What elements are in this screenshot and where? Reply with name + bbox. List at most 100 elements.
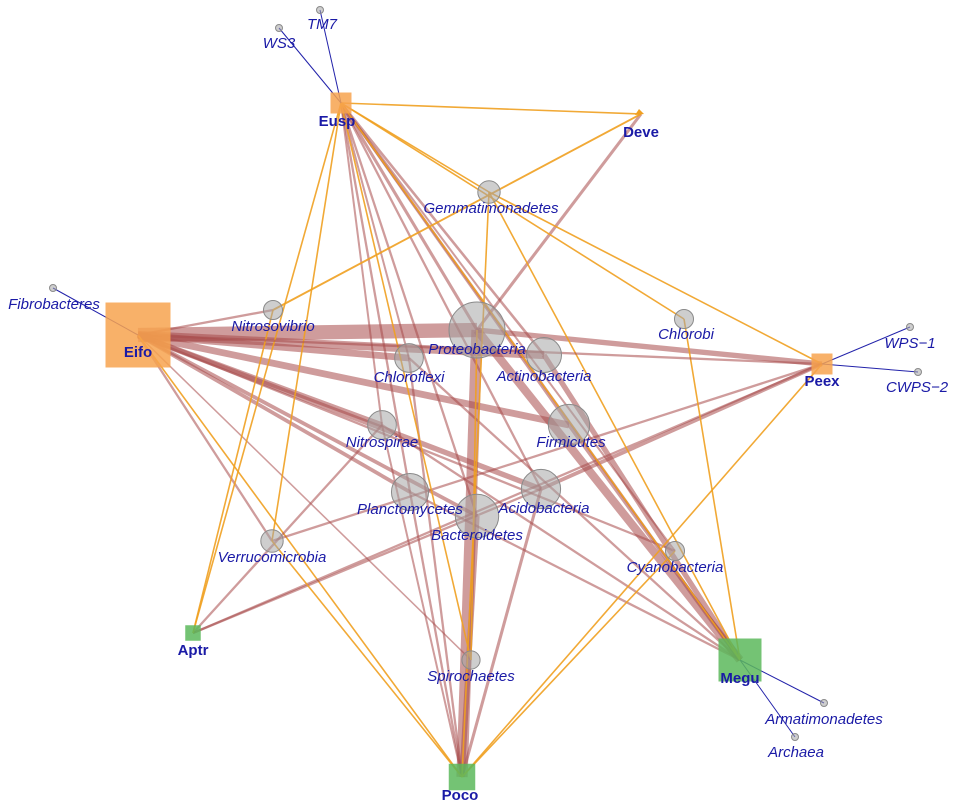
node-cwps-2 <box>914 368 922 376</box>
label-firmicutes: Firmicutes <box>536 434 606 451</box>
label-nitrospirae: Nitrospirae <box>346 434 419 451</box>
host-poco <box>448 763 476 791</box>
edge-eifo-cyanobacteria <box>137 333 676 553</box>
node-gemmatimonadetes <box>477 180 501 204</box>
label-host-aptr: Aptr <box>178 642 209 659</box>
edge-nitrospirae-megu <box>381 424 741 661</box>
label-verrucomicrobia: Verrucomicrobia <box>218 549 327 566</box>
node-nitrospirae <box>367 410 397 440</box>
edge-eusp-verrucomicrobia <box>271 102 342 542</box>
node-archaea <box>791 733 799 741</box>
edge-acidobacteria-poco <box>460 488 543 778</box>
edge-eusp-aptr <box>192 102 342 634</box>
edge-proteobacteria-peex <box>476 327 823 367</box>
edge-eusp-actinobacteria <box>339 102 546 356</box>
edge-peex-wps-1 <box>821 326 911 365</box>
label-fibrobacteres: Fibrobacteres <box>8 296 100 313</box>
edge-peex-poco <box>461 363 823 778</box>
node-chlorobi <box>673 308 695 330</box>
node-actinobacteria <box>526 337 562 373</box>
node-tm7 <box>316 6 324 14</box>
edge-eusp-tm7 <box>319 9 342 104</box>
label-host-eusp: Eusp <box>319 113 356 130</box>
edge-eusp-nitrospirae <box>340 102 383 426</box>
label-archaea: Archaea <box>767 744 824 761</box>
label-bacteroidetes: Bacteroidetes <box>431 527 523 544</box>
label-spirochaetes: Spirochaetes <box>427 668 515 685</box>
node-ws3 <box>275 24 283 32</box>
edge-eifo-verrucomicrobia <box>137 334 273 542</box>
edge-verrucomicrobia-peex <box>271 362 823 543</box>
host-eusp <box>330 92 352 114</box>
edge-aptr-peex <box>192 362 823 635</box>
label-host-eifo: Eifo <box>124 344 152 361</box>
edge-eusp-planctomycetes <box>339 102 412 493</box>
edge-eifo-spirochaetes <box>137 334 472 661</box>
host-aptr <box>185 625 201 641</box>
node-cyanobacteria <box>664 540 686 562</box>
edge-proteobacteria-deve <box>475 113 643 331</box>
edge-eifo-planctomycetes <box>137 333 411 494</box>
edge-eusp-acidobacteria <box>339 102 543 490</box>
label-cwps-2: CWPS−2 <box>886 379 949 396</box>
node-layer <box>49 6 922 791</box>
label-acidobacteria: Acidobacteria <box>498 500 590 517</box>
label-gemmatimonadetes: Gemmatimonadetes <box>423 200 559 217</box>
edge-gemmatimonadetes-poco <box>461 191 490 778</box>
label-chlorobi: Chlorobi <box>658 326 715 343</box>
edge-gemmatimonadetes-megu <box>488 191 741 661</box>
edge-aptr-nitrospirae <box>192 424 383 634</box>
host-eifo <box>105 302 171 368</box>
edge-proteobacteria-megu <box>473 327 744 663</box>
node-wps-1 <box>906 323 914 331</box>
node-bacteroidetes <box>454 493 500 539</box>
edge-eusp-deve <box>340 102 642 115</box>
edge-eusp-megu <box>340 102 741 661</box>
label-ws3: WS3 <box>263 35 296 52</box>
edge-nitrosovibrio-aptr <box>192 309 274 634</box>
node-verrucomicrobia <box>260 529 284 553</box>
label-actinobacteria: Actinobacteria <box>495 368 591 385</box>
node-acidobacteria <box>520 468 562 510</box>
label-tm7: TM7 <box>307 16 338 33</box>
edge-eusp-spirochaetes <box>340 102 472 661</box>
host-peex <box>811 353 833 375</box>
edge-eusp-chloroflexi <box>340 102 410 359</box>
label-chloroflexi: Chloroflexi <box>374 369 446 386</box>
edge-gemmatimonadetes-peex <box>488 191 823 365</box>
label-nitrosovibrio: Nitrosovibrio <box>231 318 314 335</box>
label-wps-1: WPS−1 <box>884 335 935 352</box>
host-megu <box>718 638 762 682</box>
label-proteobacteria: Proteobacteria <box>428 341 526 358</box>
edge-layer <box>52 9 919 778</box>
node-fibrobacteres <box>49 284 57 292</box>
label-layer: TM7WS3FibrobacteresWPS−1CWPS−2Armatimona… <box>8 16 949 804</box>
edge-eusp-proteobacteria <box>339 102 479 331</box>
host-deve-marker <box>635 109 644 115</box>
edge-eusp-cyanobacteria <box>340 102 676 552</box>
edge-eusp-ws3 <box>278 27 342 104</box>
node-planctomycetes <box>390 472 430 512</box>
label-armatimonadetes: Armatimonadetes <box>764 711 883 728</box>
node-nitrosovibrio <box>262 299 284 321</box>
edge-verrucomicrobia-poco <box>271 540 463 778</box>
node-spirochaetes <box>461 650 481 670</box>
label-host-peex: Peex <box>804 373 840 390</box>
edge-peex-cwps-2 <box>821 363 919 373</box>
edge-cyanobacteria-poco <box>461 550 676 778</box>
edge-nitrosovibrio-deve <box>272 113 642 311</box>
node-proteobacteria <box>448 301 506 359</box>
edge-eusp-bacteroidetes <box>339 102 479 517</box>
label-cyanobacteria: Cyanobacteria <box>627 559 724 576</box>
node-firmicutes <box>547 403 591 447</box>
edge-eifo-poco <box>137 334 463 778</box>
edge-chloroflexi-poco <box>407 357 464 778</box>
edge-chloroflexi-megu <box>408 357 741 661</box>
edge-eusp-chlorobi <box>340 102 685 320</box>
label-host-deve: Deve <box>623 124 659 141</box>
label-host-poco: Poco <box>442 787 479 804</box>
edge-eifo-firmicutes <box>137 331 570 429</box>
node-chloroflexi <box>394 343 424 373</box>
node-armatimonadetes <box>820 699 828 707</box>
